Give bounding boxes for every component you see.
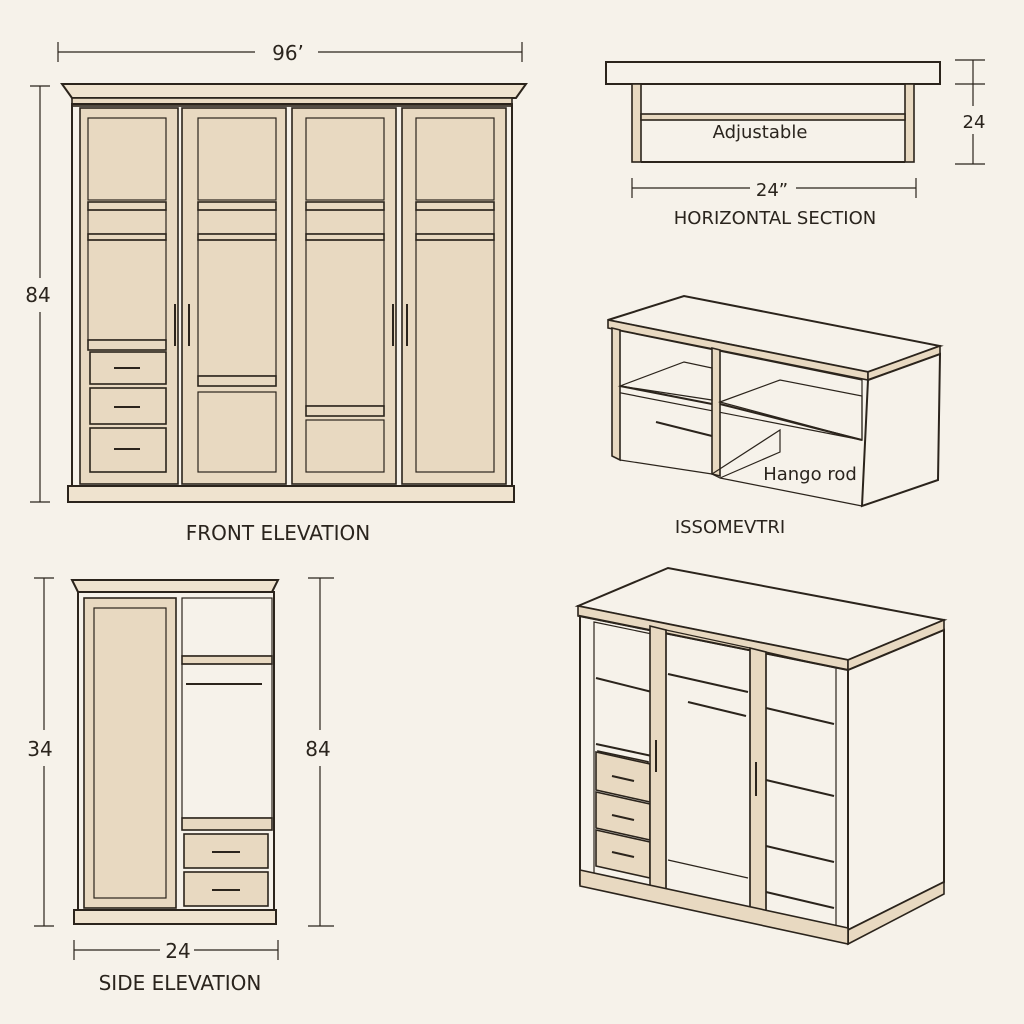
top-rail	[71, 97, 513, 107]
side-left-height-dimension: 34	[27, 577, 54, 927]
front-door-2	[181, 107, 287, 485]
section-width-label: 24”	[756, 180, 788, 201]
horizontal-section-title: HORIZONTAL SECTION	[674, 208, 876, 229]
isometric-wardrobe	[574, 566, 948, 946]
side-tall-door	[93, 607, 167, 899]
iso-hanging-rod	[687, 701, 747, 717]
isometric-shelf-unit: Hango rod ISSOMEVTRI	[607, 294, 944, 538]
door-handles	[174, 304, 408, 346]
section-top-panel	[605, 61, 941, 85]
side-width-label: 24	[165, 939, 190, 963]
side-cornice	[70, 579, 280, 593]
side-right-height-dimension: 84	[305, 577, 334, 927]
hang-rod-label: Hango rod	[763, 464, 857, 485]
front-height-dimension: 84	[25, 85, 51, 503]
horizontal-section: Adjustable 24 24” HORIZONTAL SECTION	[605, 59, 986, 229]
hanging-rod	[655, 421, 713, 437]
front-door-3	[291, 107, 397, 485]
front-width-label: 96’	[272, 41, 304, 65]
cornice	[60, 83, 528, 99]
front-width-dimension: 96’	[57, 41, 523, 65]
adjustable-shelf	[640, 113, 906, 121]
side-width-dimension: 24	[73, 939, 279, 963]
adjustable-label: Adjustable	[713, 122, 808, 143]
front-door-4	[401, 107, 507, 485]
section-height-dimension: 24	[955, 59, 986, 165]
section-height-label: 24	[963, 112, 986, 133]
plinth	[67, 485, 515, 503]
section-left-side	[631, 83, 642, 163]
isometric-title: ISSOMEVTRI	[675, 517, 785, 538]
front-drawers	[89, 351, 167, 473]
side-right-height-label: 84	[305, 737, 330, 761]
section-right-side	[904, 83, 915, 163]
side-elevation: 34 84 24 SIDE ELEVATION	[27, 577, 334, 995]
front-elevation: 96’ 84	[25, 41, 528, 545]
section-width-dimension: 24”	[631, 178, 917, 201]
front-height-label: 84	[25, 283, 50, 307]
side-elevation-title: SIDE ELEVATION	[99, 971, 262, 995]
side-left-height-label: 34	[27, 737, 52, 761]
front-elevation-title: FRONT ELEVATION	[186, 521, 370, 545]
